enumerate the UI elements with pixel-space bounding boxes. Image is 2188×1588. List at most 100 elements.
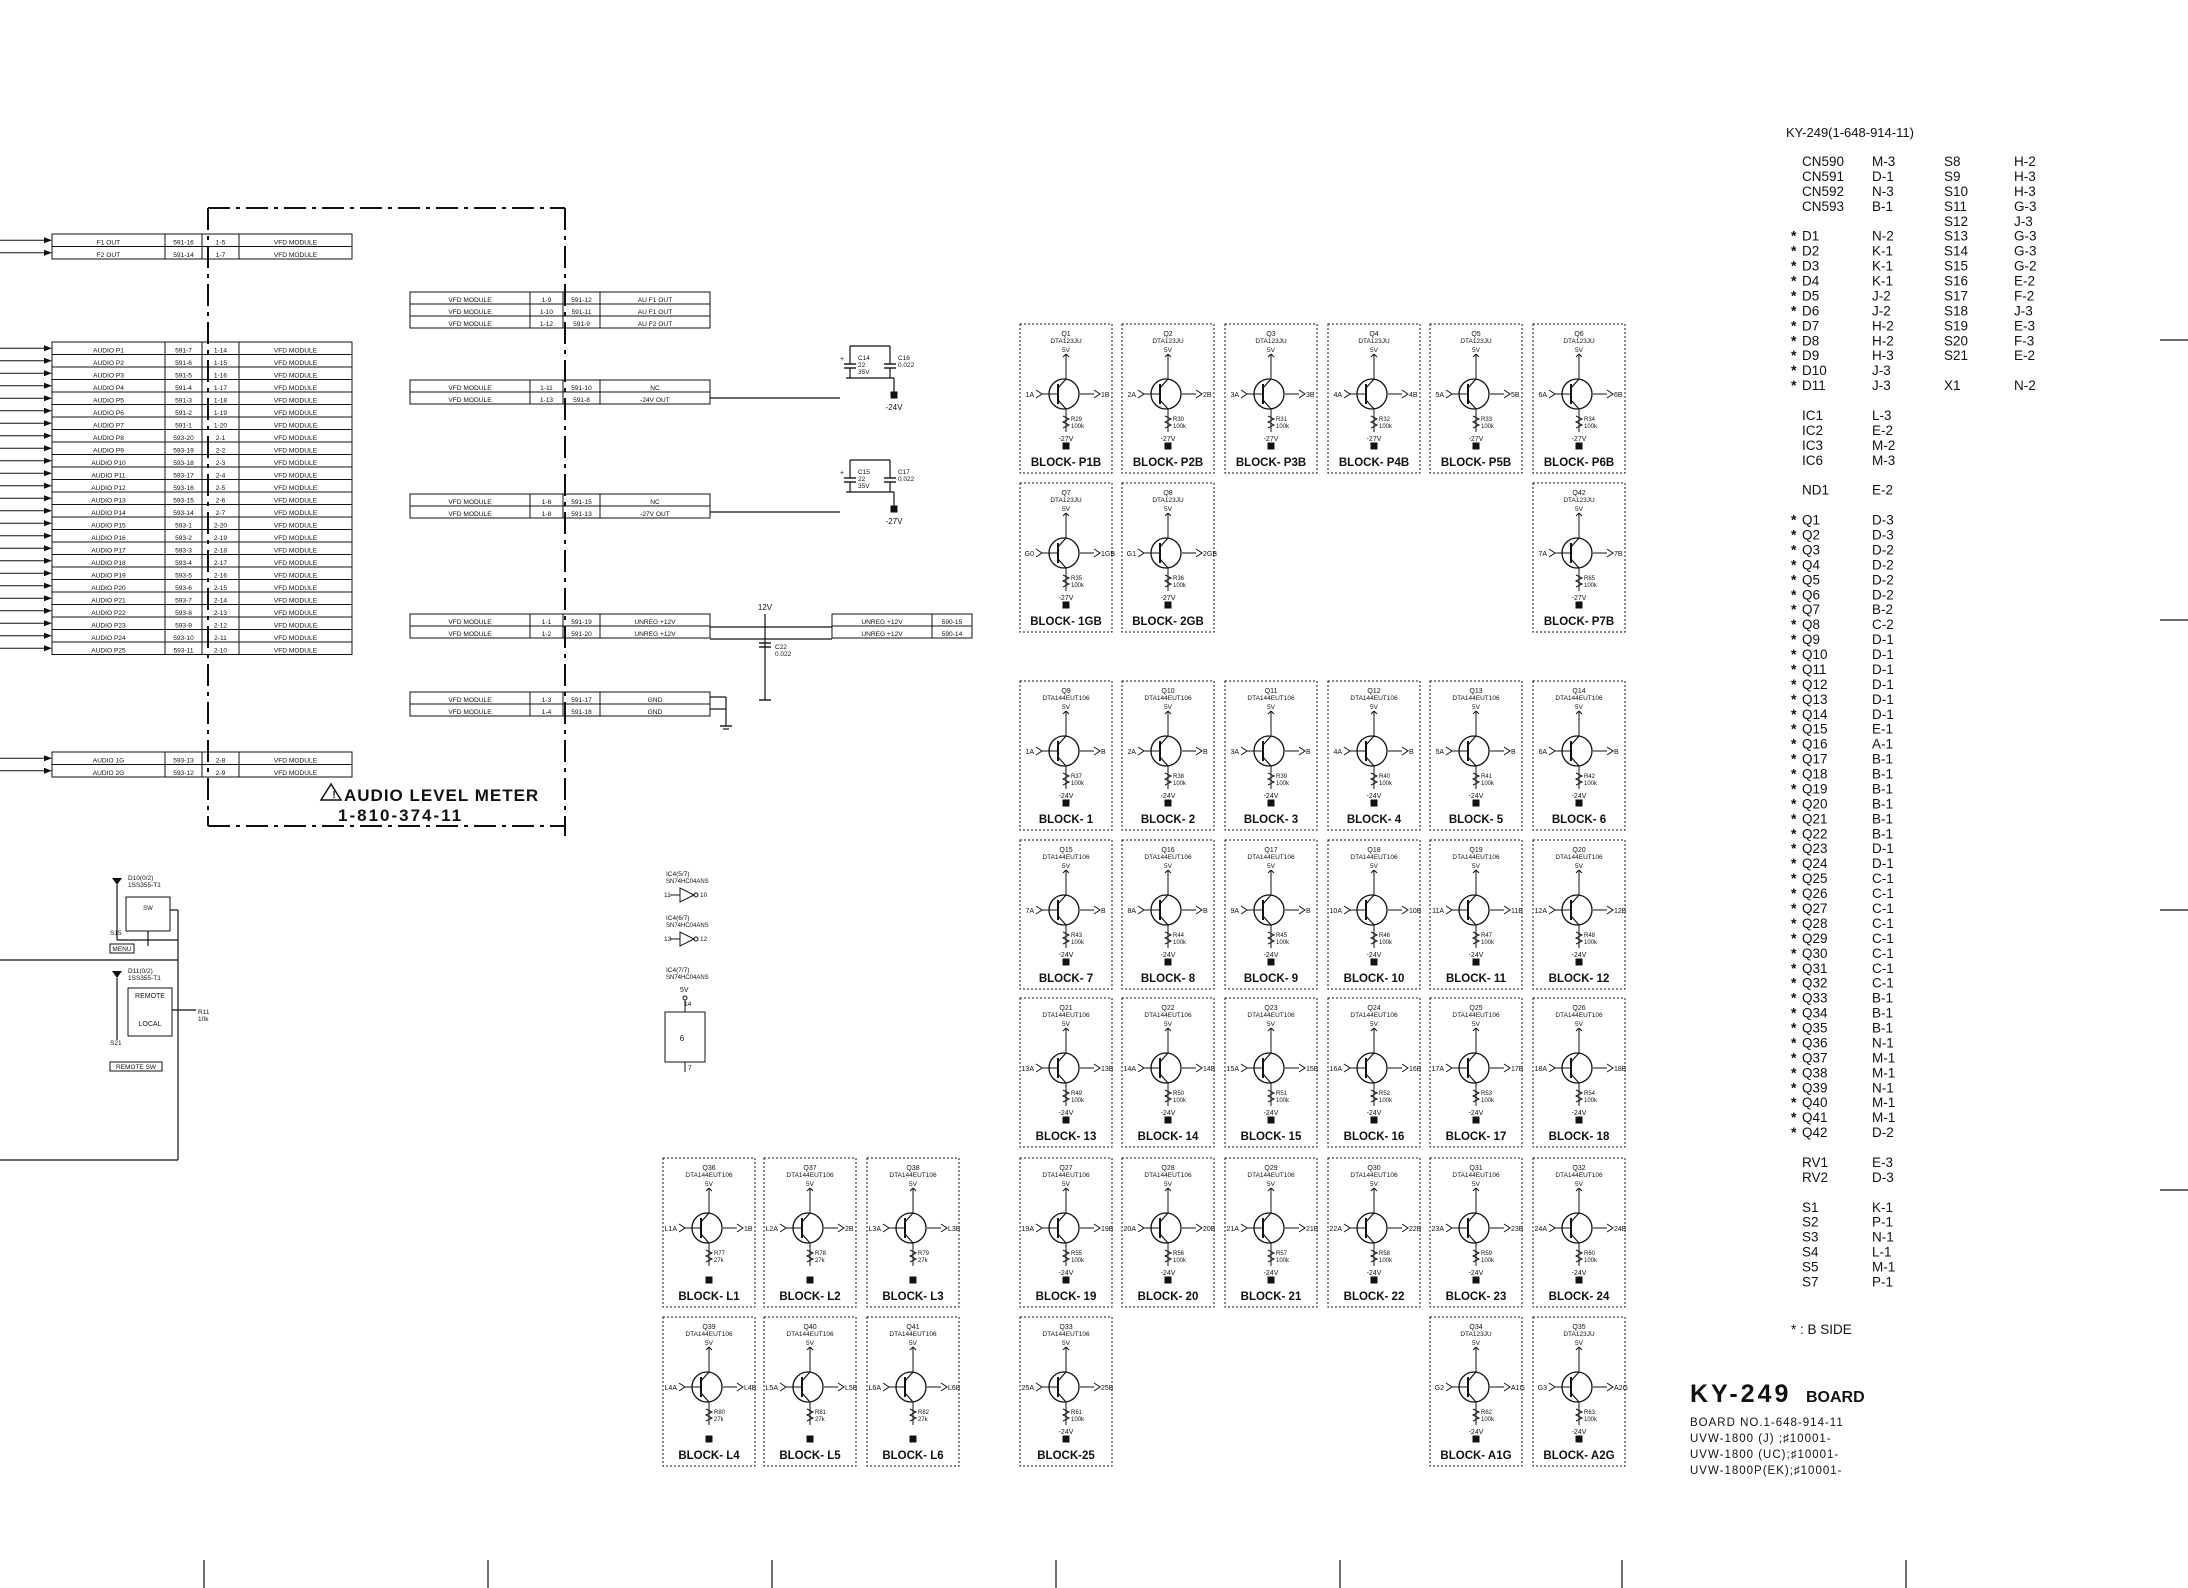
wire [1475, 1346, 1480, 1351]
resistor-icon [1266, 931, 1276, 945]
resistor-value: 100k [1584, 940, 1598, 946]
block-label: BLOCK- 18 [1549, 1131, 1610, 1143]
wire [801, 1371, 811, 1382]
transistor-ref: Q12 [1367, 688, 1380, 695]
resistor-value: 100k [1276, 1098, 1290, 1104]
terminal-icon [1164, 799, 1172, 807]
wire [1570, 1371, 1580, 1382]
table-cell: VFD MODULE [448, 631, 492, 638]
table-row-frame [409, 703, 711, 717]
wire [700, 1212, 710, 1223]
grid-location: D-1 [1872, 692, 1894, 707]
rail-label: 5V [909, 1181, 918, 1188]
rail-label: 5V [1164, 1021, 1173, 1028]
input-arrow-icon [1343, 905, 1351, 915]
input-arrow-icon [1445, 1223, 1453, 1233]
polarity-mark: + [840, 470, 844, 477]
wire [1065, 512, 1070, 517]
table-cell: AUDIO P9 [93, 447, 124, 454]
resistor-icon [1574, 1249, 1584, 1263]
transistor-ref: Q38 [906, 1165, 919, 1172]
grid-location: E-2 [1872, 483, 1893, 498]
resistor-icon [1471, 415, 1481, 429]
cap-value: 0.022 [775, 651, 792, 658]
cap-name: C22 [775, 644, 787, 651]
part-ref: Q30 [1802, 946, 1828, 961]
block-frame [1224, 680, 1318, 831]
wire [1065, 1027, 1070, 1032]
table-cell: UNREG +12V [634, 631, 676, 638]
part-ref: D10 [1802, 363, 1827, 378]
ic-box [664, 1011, 706, 1063]
part-ref: Q15 [1802, 722, 1828, 737]
rail-label: 5V [1267, 863, 1276, 870]
table-cell: 593-17 [173, 472, 194, 479]
resistor-value: 100k [1584, 781, 1598, 787]
table-cell: 591-12 [571, 297, 592, 304]
grid-location: B-1 [1872, 752, 1893, 767]
resistor-name: R49 [1071, 1091, 1083, 1097]
cap-name: C16 [898, 355, 910, 362]
table-cell: AUDIO 2G [93, 770, 125, 777]
rail-label: 5V [1370, 1021, 1379, 1028]
output-label: 2B [1203, 392, 1212, 399]
input-label: 20A [1124, 1226, 1137, 1233]
table-cell: 591-18 [571, 709, 592, 716]
arrow-icon [44, 370, 52, 377]
table-cell: AUDIO P1 [93, 347, 124, 354]
cap-name: C14 [858, 355, 870, 362]
terminal-icon [1267, 1276, 1275, 1284]
table-row-frame [409, 315, 711, 329]
input-label: 1A [1025, 392, 1034, 399]
input-arrow-icon [1548, 548, 1556, 558]
resistor-name: R53 [1481, 1091, 1493, 1097]
resistor-name: R55 [1071, 1251, 1083, 1257]
resistor-value: 100k [1481, 940, 1495, 946]
part-ref: RV1 [1802, 1155, 1828, 1170]
table-cell: 2-3 [216, 460, 226, 467]
transistor-part: DTA144EUT106 [1042, 1172, 1090, 1179]
part-ref: Q37 [1802, 1050, 1828, 1065]
input-label: 25A [1022, 1385, 1035, 1392]
arrow-icon [44, 432, 52, 439]
table-cell: 591-17 [571, 697, 592, 704]
table-cell: 591-4 [175, 385, 192, 392]
terminal-icon [1164, 601, 1172, 609]
arrow-icon [44, 645, 52, 652]
transistor-ref: Q42 [1572, 490, 1585, 497]
transistor-ref: Q39 [702, 1324, 715, 1331]
rail-label: -27V [1161, 436, 1176, 443]
output-label: 2GB [1203, 551, 1217, 558]
resistor-value: 100k [1584, 1098, 1598, 1104]
resistor-icon [1574, 415, 1584, 429]
arrow-icon [44, 582, 52, 589]
input-label: 6A [1538, 392, 1547, 399]
resistor-name: R51 [1276, 1091, 1288, 1097]
table-cell: VFD MODULE [448, 697, 492, 704]
wire [1475, 869, 1480, 874]
part-ref: S5 [1802, 1260, 1819, 1275]
wire [1062, 869, 1067, 874]
grid-location: B-1 [1872, 781, 1893, 796]
wire [1575, 1187, 1580, 1192]
resistor-icon [1574, 1089, 1584, 1103]
table-cell: VFD MODULE [274, 560, 318, 567]
bside-mark: * [1791, 885, 1797, 901]
bside-mark: * [1791, 258, 1797, 274]
table-row-frame [831, 625, 973, 639]
rail-label: 12V [758, 603, 773, 612]
arrow-icon [44, 520, 52, 527]
wire [1057, 558, 1067, 569]
input-label: 4A [1333, 392, 1342, 399]
